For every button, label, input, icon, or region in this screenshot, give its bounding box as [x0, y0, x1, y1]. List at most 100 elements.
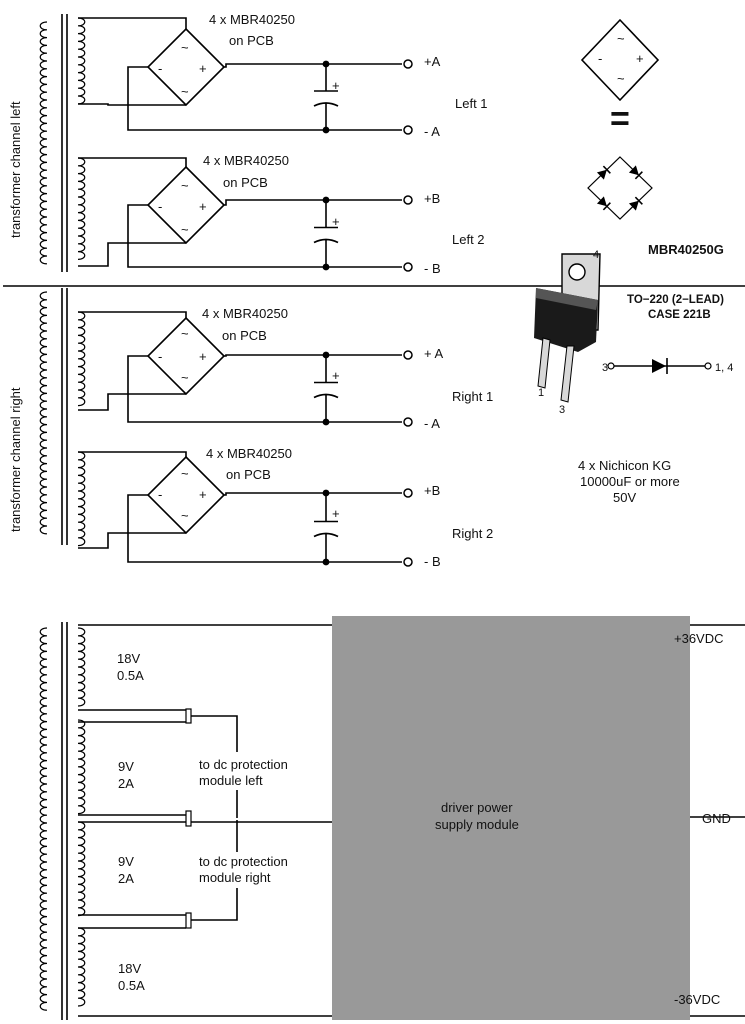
rectifier-label: 4 x MBR40250	[202, 306, 288, 321]
bridge-rectifier	[146, 455, 226, 535]
diode-icon	[596, 196, 611, 211]
bridge-ac-label: ~	[181, 508, 189, 523]
output-terminal	[403, 59, 413, 69]
diode-triangle	[596, 196, 607, 207]
ac-input-wire	[78, 17, 187, 29]
module-label-2: supply module	[435, 817, 519, 832]
capacitor-plate	[313, 238, 339, 244]
winding-current: 0.5A	[118, 978, 145, 993]
connector-block	[185, 708, 192, 724]
terminal-pos-label: +B	[424, 483, 440, 498]
junction-dot	[322, 126, 330, 134]
negative-rail	[127, 204, 402, 268]
output-terminal	[403, 417, 413, 427]
cap-plus-label: +	[332, 506, 340, 521]
legend-bridge-minus: -	[598, 51, 602, 66]
bridge-minus-label: -	[158, 61, 162, 76]
equals-sign: =	[610, 100, 630, 138]
rectifier-label: 4 x MBR40250	[203, 153, 289, 168]
package-pin-1	[537, 337, 551, 389]
transformer-right-label: transformer channel right	[8, 387, 23, 532]
diode-bar	[634, 196, 643, 205]
winding-current: 2A	[118, 871, 134, 886]
diode-icon	[628, 196, 643, 211]
output-gnd-label: GND	[702, 811, 731, 826]
output-terminal	[403, 262, 413, 272]
package-pin-3	[560, 345, 575, 403]
output-terminal	[403, 557, 413, 567]
bridge-rectifier	[146, 316, 226, 396]
bridge-plus-label: +	[199, 349, 207, 364]
legend-bridge-symbol	[580, 18, 660, 102]
secondary-coil	[77, 927, 86, 1007]
pin-tab-label: 4	[593, 249, 599, 261]
capacitor-note-2: 10000uF or more	[580, 474, 680, 489]
legend-diode-bridge	[587, 156, 653, 220]
secondary-coil	[77, 627, 86, 707]
legend-bridge-ac: ~	[617, 31, 625, 46]
negative-rail	[127, 355, 402, 423]
primary-coil	[39, 21, 48, 265]
rectifier-pcb-label: on PCB	[229, 33, 274, 48]
bridge-minus-label: -	[158, 199, 162, 214]
output-pos-label: +36VDC	[674, 631, 724, 646]
wiring	[3, 14, 745, 1020]
components	[146, 18, 712, 1020]
pin-3-label: 3	[559, 404, 565, 416]
rectifier-label: 4 x MBR40250	[206, 446, 292, 461]
output-terminal	[403, 488, 413, 498]
winding-voltage: 18V	[117, 651, 140, 666]
package-mounting-hole	[568, 263, 586, 281]
diode-bar	[602, 165, 611, 174]
junction-dot	[322, 558, 330, 566]
winding-current: 2A	[118, 776, 134, 791]
terminal-neg-label: - B	[424, 261, 441, 276]
bridge-rectifier	[146, 27, 226, 107]
ac-input-wire	[78, 393, 186, 411]
diode-symbol-triangle	[652, 359, 666, 373]
positive-rail	[224, 63, 402, 68]
bridge-ac-label: ~	[181, 84, 189, 99]
connector-block	[185, 810, 192, 827]
rail-name: Right 2	[452, 526, 493, 541]
capacitor-note-3: 50V	[613, 490, 636, 505]
diode-triangle	[628, 200, 639, 211]
terminal-neg-label: - B	[424, 554, 441, 569]
bridge-minus-label: -	[158, 487, 162, 502]
diode-icon	[596, 165, 611, 180]
bridge-plus-label: +	[199, 61, 207, 76]
bridge-ac-label: ~	[181, 40, 189, 55]
cap-plus-label: +	[332, 368, 340, 383]
ac-input-wire	[78, 103, 186, 106]
ac-input-wire	[78, 532, 186, 549]
terminal-pos-label: + A	[424, 346, 443, 361]
capacitor-note-1: 4 x Nichicon KG	[578, 458, 671, 473]
bridge-rectifier	[146, 165, 226, 245]
junction-dot	[322, 263, 330, 271]
transformer-coils	[39, 17, 86, 1011]
symbol-cathode-label: 1, 4	[715, 362, 733, 374]
rectifier-pcb-label: on PCB	[226, 467, 271, 482]
junction-dot	[322, 351, 330, 359]
rectifier-pcb-label: on PCB	[223, 175, 268, 190]
dc-protection-right-1: to dc protection	[199, 854, 288, 869]
cap-plus-label: +	[332, 78, 340, 93]
winding-voltage: 9V	[118, 759, 134, 774]
ac-input-wire	[78, 242, 186, 267]
package-line-2: CASE 221B	[648, 309, 711, 321]
positive-rail	[224, 492, 402, 496]
diode-symbol-cathode	[704, 362, 712, 370]
secondary-coil	[77, 157, 86, 260]
negative-rail	[127, 494, 402, 563]
negative-rail	[127, 66, 402, 131]
driver-module-block	[332, 616, 690, 1020]
diode-bar	[602, 202, 611, 211]
secondary-coil	[77, 821, 86, 917]
dc-protection-right-2: module right	[199, 870, 271, 885]
capacitor-plate	[313, 102, 339, 107]
cap-plus-label: +	[332, 214, 340, 229]
bridge-ac-label: ~	[181, 222, 189, 237]
ac-input-wire	[78, 157, 187, 167]
primary-coil	[39, 291, 48, 535]
